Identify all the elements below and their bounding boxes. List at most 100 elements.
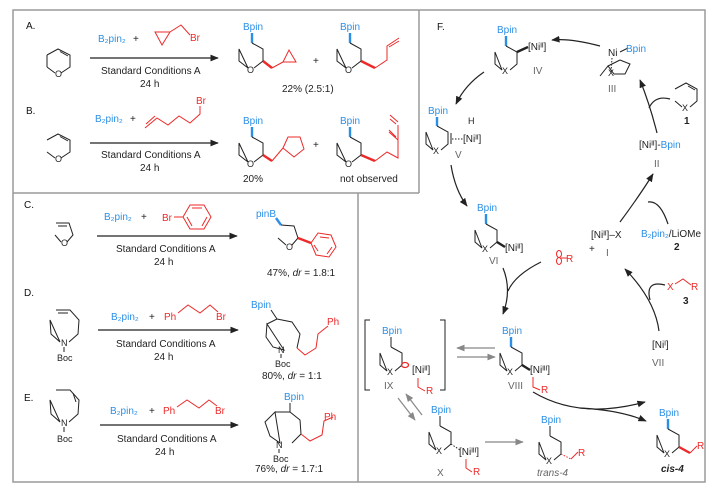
species-i: [Niᴵᴵ]–X I <box>591 230 622 259</box>
x-label: X <box>667 282 674 293</box>
r-label: R <box>691 282 698 293</box>
ph-label: Ph <box>324 412 336 423</box>
reagent-b2pin2: B₂pin₂ <box>95 114 123 125</box>
numeral-iv: IV <box>533 66 543 77</box>
ring-o: O <box>247 159 254 169</box>
panel-b-label: B. <box>26 106 35 117</box>
arrow-vii-to-i <box>624 268 660 332</box>
species-v: Bpin X H [Niᴵᴵ] V <box>425 106 482 161</box>
arrow-vi-to-viii <box>502 267 509 315</box>
trans-4-product: Bpin X R trans-4 <box>537 415 585 479</box>
r-label: R <box>426 386 433 397</box>
species-ii: [Niᴵᴵ]-Bpin II <box>639 140 681 170</box>
cyclopropylmethyl-bromide: Br <box>154 24 201 47</box>
ni-label: [Niᴵᴵᴵ] <box>459 447 479 458</box>
species-iii: Ni Bpin X III <box>599 44 646 95</box>
species-iv: Bpin X [Niᴵᴵ] IV <box>494 25 547 77</box>
x-label: X <box>608 68 614 78</box>
ring-o: O <box>55 69 62 79</box>
ni-label: Ni <box>608 48 617 59</box>
numeral-i: I <box>606 248 609 259</box>
cycle-arrows <box>450 35 671 422</box>
yield-c: 47%, dr = 1.8:1 <box>267 268 336 279</box>
reagent-2-formula: B₂pin₂/LiOMe <box>641 229 701 240</box>
compound-number: 3 <box>683 296 689 307</box>
tetrahydroazepine-d: N Boc <box>49 309 80 363</box>
yield-b2: not observed <box>340 174 398 185</box>
panel-c: C. O B₂pin₂ + Br Standard Conditions A 2… <box>24 200 337 279</box>
plus-sign: + <box>149 312 155 323</box>
bromobenzene: Br <box>162 204 212 230</box>
boc-label: Boc <box>275 359 291 369</box>
substrate-1: X 1 <box>674 82 698 127</box>
species-ii-formula: [Niᴵᴵ]-Bpin <box>639 140 681 151</box>
arrow-reagent-3-in <box>648 283 666 301</box>
ni-label: [Niᴵᴵᴵ] <box>530 365 550 376</box>
ni-label: [Niᴵᴵ] <box>412 365 431 376</box>
bromine-label: Br <box>190 33 201 44</box>
arrow-viii-to-vii <box>532 391 646 410</box>
ph-label: Ph <box>163 406 175 417</box>
yield-c-percent: 47%, <box>267 268 293 279</box>
arrow-iii-to-iv <box>551 35 601 47</box>
b2pin2-label: B₂pin₂ <box>641 229 669 240</box>
conditions-c: Standard Conditions A <box>116 244 216 255</box>
species-x: Bpin X [Niᴵᴵᴵ] R X <box>428 405 480 479</box>
dr-value: = 1:1 <box>296 371 322 382</box>
x-label: X <box>546 456 552 466</box>
x-label: X <box>433 146 439 156</box>
plus-sign: + <box>141 212 147 223</box>
x-label: X <box>682 103 688 113</box>
arrow-to-cis-4 <box>579 407 647 422</box>
bpin-label: Bpin <box>626 44 646 55</box>
species-vii: [Niᴵ] VII <box>652 340 669 369</box>
panel-a: A. O B₂pin₂ + Br Standard Conditions A 2… <box>26 21 400 95</box>
reagent-b2pin2: B₂pin₂ <box>98 34 126 45</box>
ni-label: [Niᴵᴵ] <box>505 243 524 254</box>
x-label: X <box>507 367 513 377</box>
panel-e: E. N Boc B₂pin₂ + Ph Br Standard Conditi… <box>24 389 336 475</box>
conditions-b: Standard Conditions A <box>101 150 201 161</box>
yield-d: 80%, dr = 1:1 <box>262 371 322 382</box>
bpin-label: Bpin <box>243 22 263 33</box>
ni-label: [Niᴵᴵ]- <box>639 140 661 151</box>
compound-number: 2 <box>674 242 680 253</box>
yield-e: 76%, dr = 1.7:1 <box>255 464 324 475</box>
r-label: R <box>473 467 480 478</box>
time-d: 24 h <box>154 352 173 363</box>
panel-a-label: A. <box>26 21 35 32</box>
bromine-label: Br <box>215 406 226 417</box>
product-a2: Bpin O <box>336 22 400 75</box>
phenylpropyl-bromide-d: Ph Br <box>164 304 227 323</box>
arrow-ix-to-x <box>397 397 416 421</box>
arrow-ii-to-iii <box>639 79 658 134</box>
dihydropyran-b: O <box>46 133 71 164</box>
ring-n: N <box>278 345 285 355</box>
arrow-x-to-ix <box>405 393 423 416</box>
alkyl-radical: R + <box>556 244 595 265</box>
equilibrium-arrows <box>397 344 524 446</box>
cis-4-label: cis-4 <box>661 464 684 475</box>
yield-a: 22% (2.5:1) <box>282 84 334 95</box>
ph-label: Ph <box>164 312 176 323</box>
dihydropyran-a: O <box>46 48 71 79</box>
dr-value: = 1.8:1 <box>301 268 335 279</box>
x-label: X <box>664 449 670 459</box>
panel-e-label: E. <box>24 393 33 404</box>
phenylpropyl-bromide-e: Ph Br <box>163 399 226 417</box>
x-label: X <box>436 446 442 456</box>
r-label: R <box>697 441 704 452</box>
reagent-b2pin2: B₂pin₂ <box>104 212 132 223</box>
reagent-b2pin2: B₂pin₂ <box>111 312 139 323</box>
arrow-i-to-ii <box>619 173 654 223</box>
time-a: 24 h <box>140 79 159 90</box>
boc-label: Boc <box>57 353 73 363</box>
pinb-label: pinB <box>256 209 276 220</box>
dr-label: dr <box>281 464 291 475</box>
dr-value: = 1.7:1 <box>289 464 323 475</box>
reagent-2: B₂pin₂/LiOMe 2 <box>641 229 701 253</box>
r-label: R <box>541 385 548 396</box>
numeral-ii: II <box>654 159 660 170</box>
ni-label: [Niᴵᴵ] <box>528 42 547 53</box>
